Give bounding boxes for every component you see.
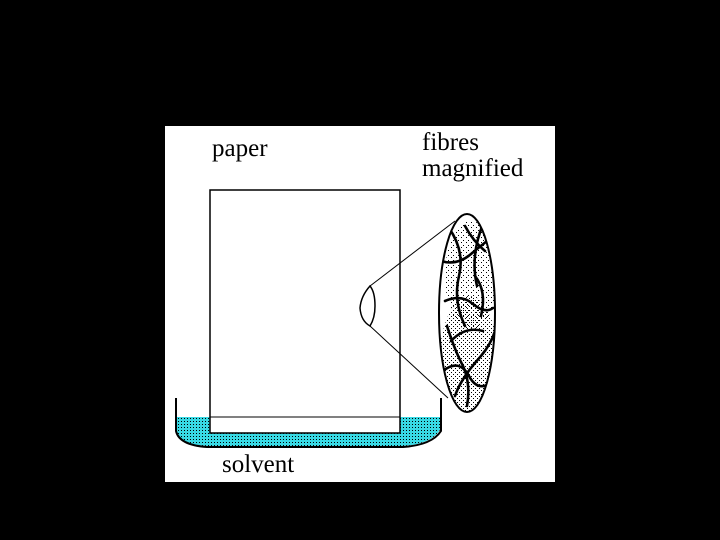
label-fibres-line1: fibres: [422, 129, 479, 156]
chromatography-diagram: [175, 189, 496, 448]
label-paper: paper: [212, 135, 268, 162]
label-fibres-line2: magnified: [422, 155, 524, 182]
magnifier-line-top: [369, 220, 456, 287]
label-fibres-magnified: fibres magnified: [422, 130, 523, 182]
diagram-panel: paper fibres magnified solvent: [165, 126, 555, 482]
magnified-spot: [359, 284, 376, 328]
magnifier-line-bottom: [369, 325, 449, 399]
label-solvent: solvent: [222, 451, 295, 478]
magnified-fibres: [438, 213, 496, 413]
solvent-container: [175, 398, 442, 448]
